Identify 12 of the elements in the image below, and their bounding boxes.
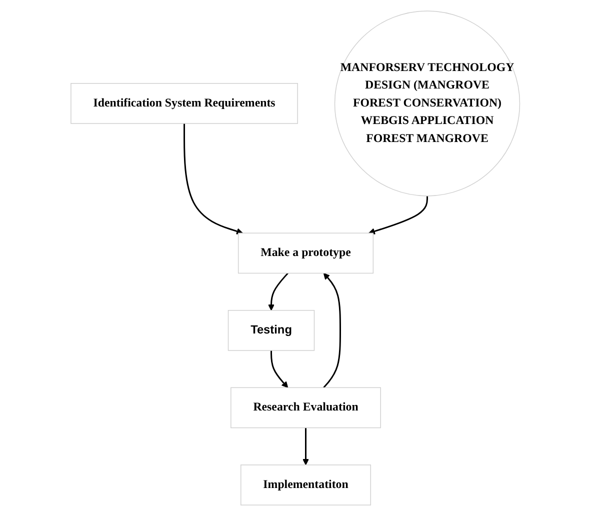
arrow	[268, 272, 288, 311]
arrow	[322, 272, 341, 388]
arrow	[302, 428, 309, 466]
node-box: Identification System Requirements	[70, 83, 298, 124]
node-box: Research Evaluation	[230, 387, 381, 428]
arrow	[368, 196, 428, 234]
node-circle: MANFORSERV TECHNOLOGY DESIGN (MANGROVE FOREST CONSERVATION) WEBGIS APPLICATION FOREST MANGROVE	[334, 10, 520, 196]
node-box: Testing	[228, 310, 314, 351]
arrow	[270, 350, 288, 388]
node-box: Make a prototype	[238, 232, 374, 274]
arrow	[183, 124, 243, 234]
node-box: Implementatiton	[240, 464, 371, 506]
